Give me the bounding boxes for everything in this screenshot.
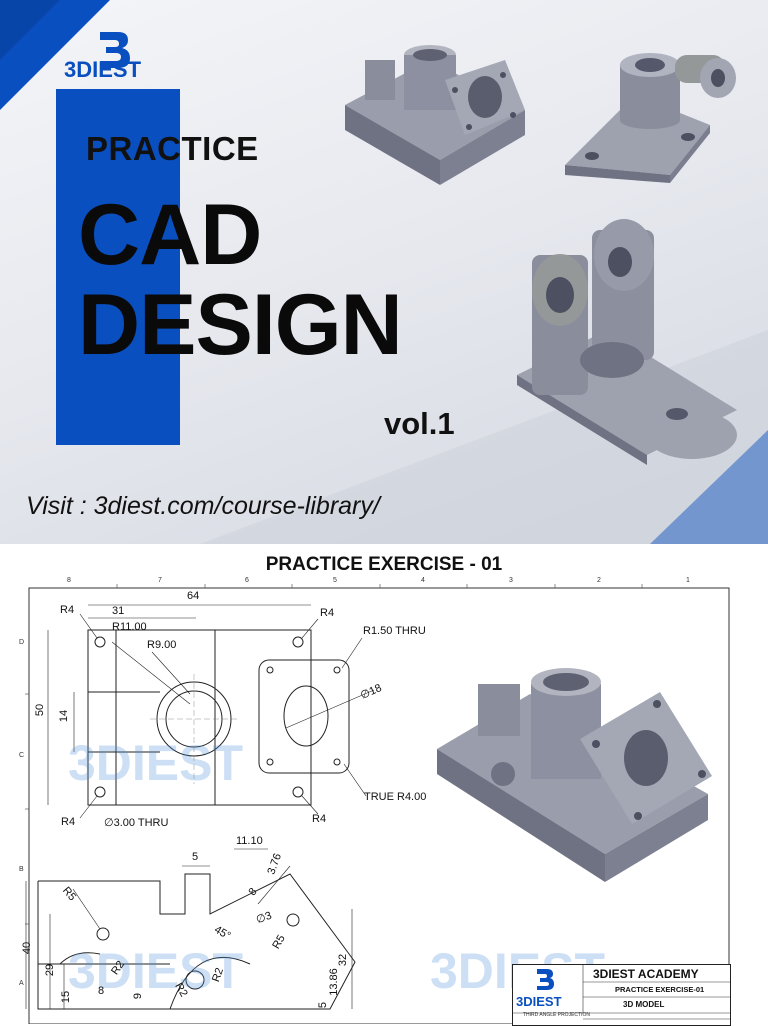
grid-row-a: A [19, 980, 24, 987]
grid-col-5: 5 [333, 577, 337, 584]
brand-logo-text: 3DIEST [64, 57, 142, 80]
drawing-sheet: PRACTICE EXERCISE - 01 [0, 544, 768, 1026]
title-block-logo: 3DIEST [516, 994, 562, 1009]
title-block-grid: 3DIEST [513, 965, 730, 1020]
cover-title-cad: CAD [78, 187, 262, 283]
watermark-2: 3DIEST [68, 943, 243, 999]
grid-col-8: 8 [67, 577, 71, 584]
grid-col-1: 1 [686, 577, 690, 584]
dim-14: 14 [58, 709, 71, 723]
drawing-linework: 3DIEST 3DIEST 3DIEST [25, 584, 730, 1024]
dim-r1-50-thru: R1.50 THRU [363, 625, 426, 637]
dim-11-10: 11.10 [236, 835, 263, 847]
dim-9: 9 [132, 992, 145, 1000]
grid-row-d: D [19, 639, 25, 646]
grid-col-4: 4 [421, 577, 425, 584]
cover-volume: vol.1 [384, 406, 455, 441]
cover-visit-link[interactable]: Visit : 3diest.com/course-library/ [26, 492, 380, 520]
dim-40: 40 [21, 941, 34, 955]
dim-31: 31 [112, 605, 125, 617]
isometric-render [437, 668, 712, 882]
grid-row-b: B [19, 866, 24, 873]
dim-5-side: 5 [317, 1001, 330, 1009]
dim-29: 29 [44, 963, 57, 977]
dim-15: 15 [60, 990, 73, 1004]
cover-practice-label: PRACTICE [86, 130, 259, 167]
grid-col-2: 2 [597, 577, 601, 584]
dim-32: 32 [337, 953, 350, 967]
part-housing-render [345, 45, 525, 185]
title-block-projection: THIRD ANGLE PROJECTION [523, 1012, 590, 1018]
dim-r4-top-left: R4 [60, 604, 75, 616]
grid-row-c: C [19, 752, 25, 759]
title-block: 3DIEST 3DIEST ACADEMY PRACTICE EXERCISE-… [512, 964, 731, 1026]
cover-title-design: DESIGN [78, 277, 403, 373]
title-accent-bar [56, 89, 180, 445]
dim-8-lower: 8 [98, 985, 105, 997]
dim-64: 64 [187, 590, 200, 602]
brand-logo: 3DIEST [64, 32, 142, 80]
watermark-1: 3DIEST [68, 735, 243, 791]
title-block-academy: 3DIEST ACADEMY [593, 967, 699, 981]
part-clevis-render [517, 219, 737, 465]
dim-5-top: 5 [192, 851, 199, 863]
dim-r11: R11.00 [112, 621, 147, 633]
dim-13-86: 13.86 [327, 968, 340, 996]
dim-r4-bottom-left: R4 [61, 816, 76, 828]
cover-banner: 3DIEST PRACTICE CAD DESIGN vol.1 Visit :… [0, 0, 768, 544]
dim-50: 50 [34, 703, 47, 717]
dim-r9: R9.00 [147, 639, 177, 651]
title-block-model: 3D MODEL [623, 1000, 665, 1009]
grid-col-3: 3 [509, 577, 513, 584]
exercise-title: PRACTICE EXERCISE - 01 [265, 554, 503, 575]
title-block-exercise: PRACTICE EXERCISE-01 [615, 985, 705, 994]
dim-dia-3-thru: ∅3.00 THRU [104, 817, 169, 829]
dim-true-r4: TRUE R4.00 [364, 791, 427, 803]
dim-r4-top-right: R4 [320, 607, 335, 619]
dim-r4-bottom-right: R4 [312, 813, 327, 825]
part-bracket-render [565, 53, 736, 183]
grid-col-7: 7 [158, 577, 162, 584]
grid-col-6: 6 [245, 577, 249, 584]
